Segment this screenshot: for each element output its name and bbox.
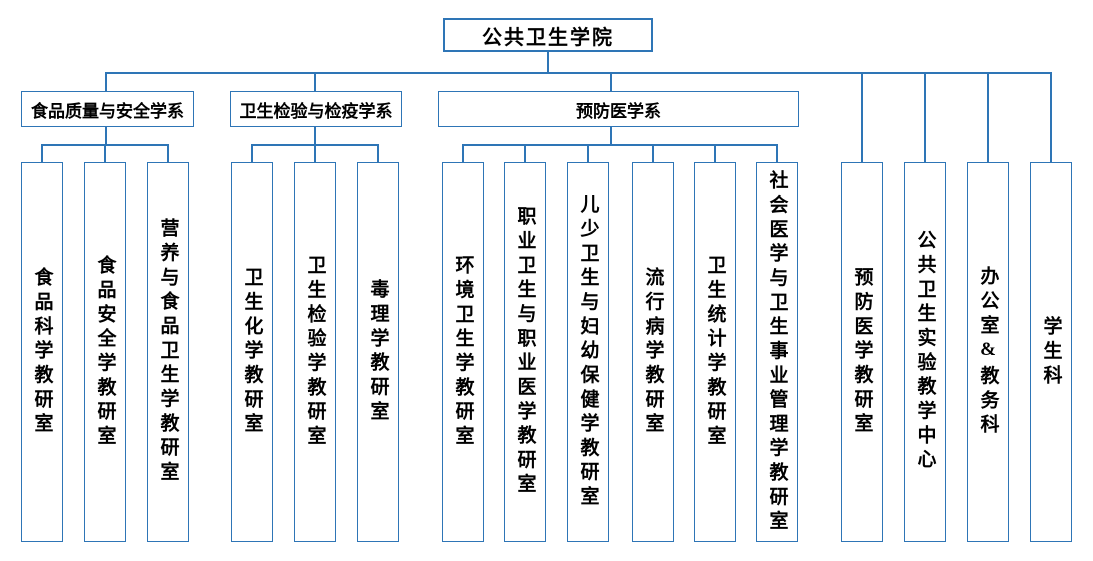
leaf-toxicology-office: 毒理学教研室 (357, 162, 399, 542)
connector-dept1-top-stub (105, 72, 107, 91)
leaf-epidemiology-office: 流行病学教研室 (632, 162, 674, 542)
leaf-label: 卫生检验学教研室 (304, 254, 326, 450)
connector-g3c3-stub (587, 144, 589, 162)
connector-dept2-top-stub (314, 72, 316, 91)
leaf-label: 儿少卫生与妇幼保健学教研室 (577, 193, 599, 511)
connector-root-stub (547, 52, 549, 72)
leaf-environmental-health-office: 环境卫生学教研室 (442, 162, 484, 542)
connector-g1c2-stub (104, 144, 106, 162)
root-box: 公共卫生学院 (443, 18, 653, 52)
leaf-health-statistics-office: 卫生统计学教研室 (694, 162, 736, 542)
leaf-label: 环境卫生学教研室 (452, 254, 474, 450)
connector-dept3-bottom-stub (610, 126, 612, 145)
leaf-public-health-lab-teaching-center: 公共卫生实验教学中心 (904, 162, 946, 542)
leaf-label: 职业卫生与职业医学教研室 (514, 206, 536, 498)
dept-box-health-inspection-quarantine: 卫生检验与检疫学系 (230, 91, 402, 127)
connector-direct1-stub (861, 72, 863, 162)
connector-direct4-stub (1050, 72, 1052, 162)
connector-top-hline (105, 72, 1051, 74)
root-label: 公共卫生学院 (482, 26, 614, 49)
connector-g2c1-stub (251, 144, 253, 162)
leaf-label: 学生科 (1040, 315, 1062, 389)
leaf-label: 卫生统计学教研室 (704, 254, 726, 450)
connector-g1c1-stub (41, 144, 43, 162)
connector-group3-hline (462, 144, 778, 146)
leaf-food-safety-office: 食品安全学教研室 (84, 162, 126, 542)
leaf-hygiene-inspection-office: 卫生检验学教研室 (294, 162, 336, 542)
leaf-label: 流行病学教研室 (642, 266, 664, 438)
leaf-social-medicine-health-management-office: 社会医学与卫生事业管理学教研室 (756, 162, 798, 542)
leaf-label: 预防医学教研室 (851, 266, 873, 438)
dept-label: 预防医学系 (576, 101, 661, 121)
leaf-hygiene-chemistry-office: 卫生化学教研室 (231, 162, 273, 542)
connector-dept3-top-stub (610, 72, 612, 91)
leaf-label: 食品安全学教研室 (94, 254, 116, 450)
leaf-label: 食品科学教研室 (31, 266, 53, 438)
leaf-preventive-medicine-office: 预防医学教研室 (841, 162, 883, 542)
connector-g3c2-stub (524, 144, 526, 162)
leaf-label: 卫生化学教研室 (241, 266, 263, 438)
leaf-occupational-health-medicine-office: 职业卫生与职业医学教研室 (504, 162, 546, 542)
leaf-admin-and-academic-affairs-office: 办公室&教务科 (967, 162, 1009, 542)
connector-g3c6-stub (776, 144, 778, 162)
connector-direct2-stub (924, 72, 926, 162)
connector-g3c1-stub (462, 144, 464, 162)
dept-box-preventive-medicine: 预防医学系 (438, 91, 799, 127)
connector-dept1-bottom-stub (105, 126, 107, 145)
connector-g1c3-stub (167, 144, 169, 162)
connector-dept2-bottom-stub (314, 126, 316, 145)
leaf-label: 社会医学与卫生事业管理学教研室 (766, 169, 788, 535)
connector-g2c3-stub (377, 144, 379, 162)
leaf-label: 办公室&教务科 (977, 265, 999, 439)
leaf-student-affairs-section: 学生科 (1030, 162, 1072, 542)
leaf-food-science-office: 食品科学教研室 (21, 162, 63, 542)
connector-g3c4-stub (652, 144, 654, 162)
connector-g3c5-stub (714, 144, 716, 162)
dept-label: 食品质量与安全学系 (31, 101, 184, 121)
connector-direct3-stub (987, 72, 989, 162)
dept-label: 卫生检验与检疫学系 (239, 101, 393, 121)
dept-box-food-quality-safety: 食品质量与安全学系 (21, 91, 194, 127)
leaf-label: 毒理学教研室 (367, 279, 389, 425)
connector-g2c2-stub (314, 144, 316, 162)
leaf-label: 营养与食品卫生学教研室 (157, 218, 179, 486)
leaf-child-adolescent-maternal-health-office: 儿少卫生与妇幼保健学教研室 (567, 162, 609, 542)
leaf-label: 公共卫生实验教学中心 (914, 230, 936, 474)
leaf-nutrition-food-hygiene-office: 营养与食品卫生学教研室 (147, 162, 189, 542)
